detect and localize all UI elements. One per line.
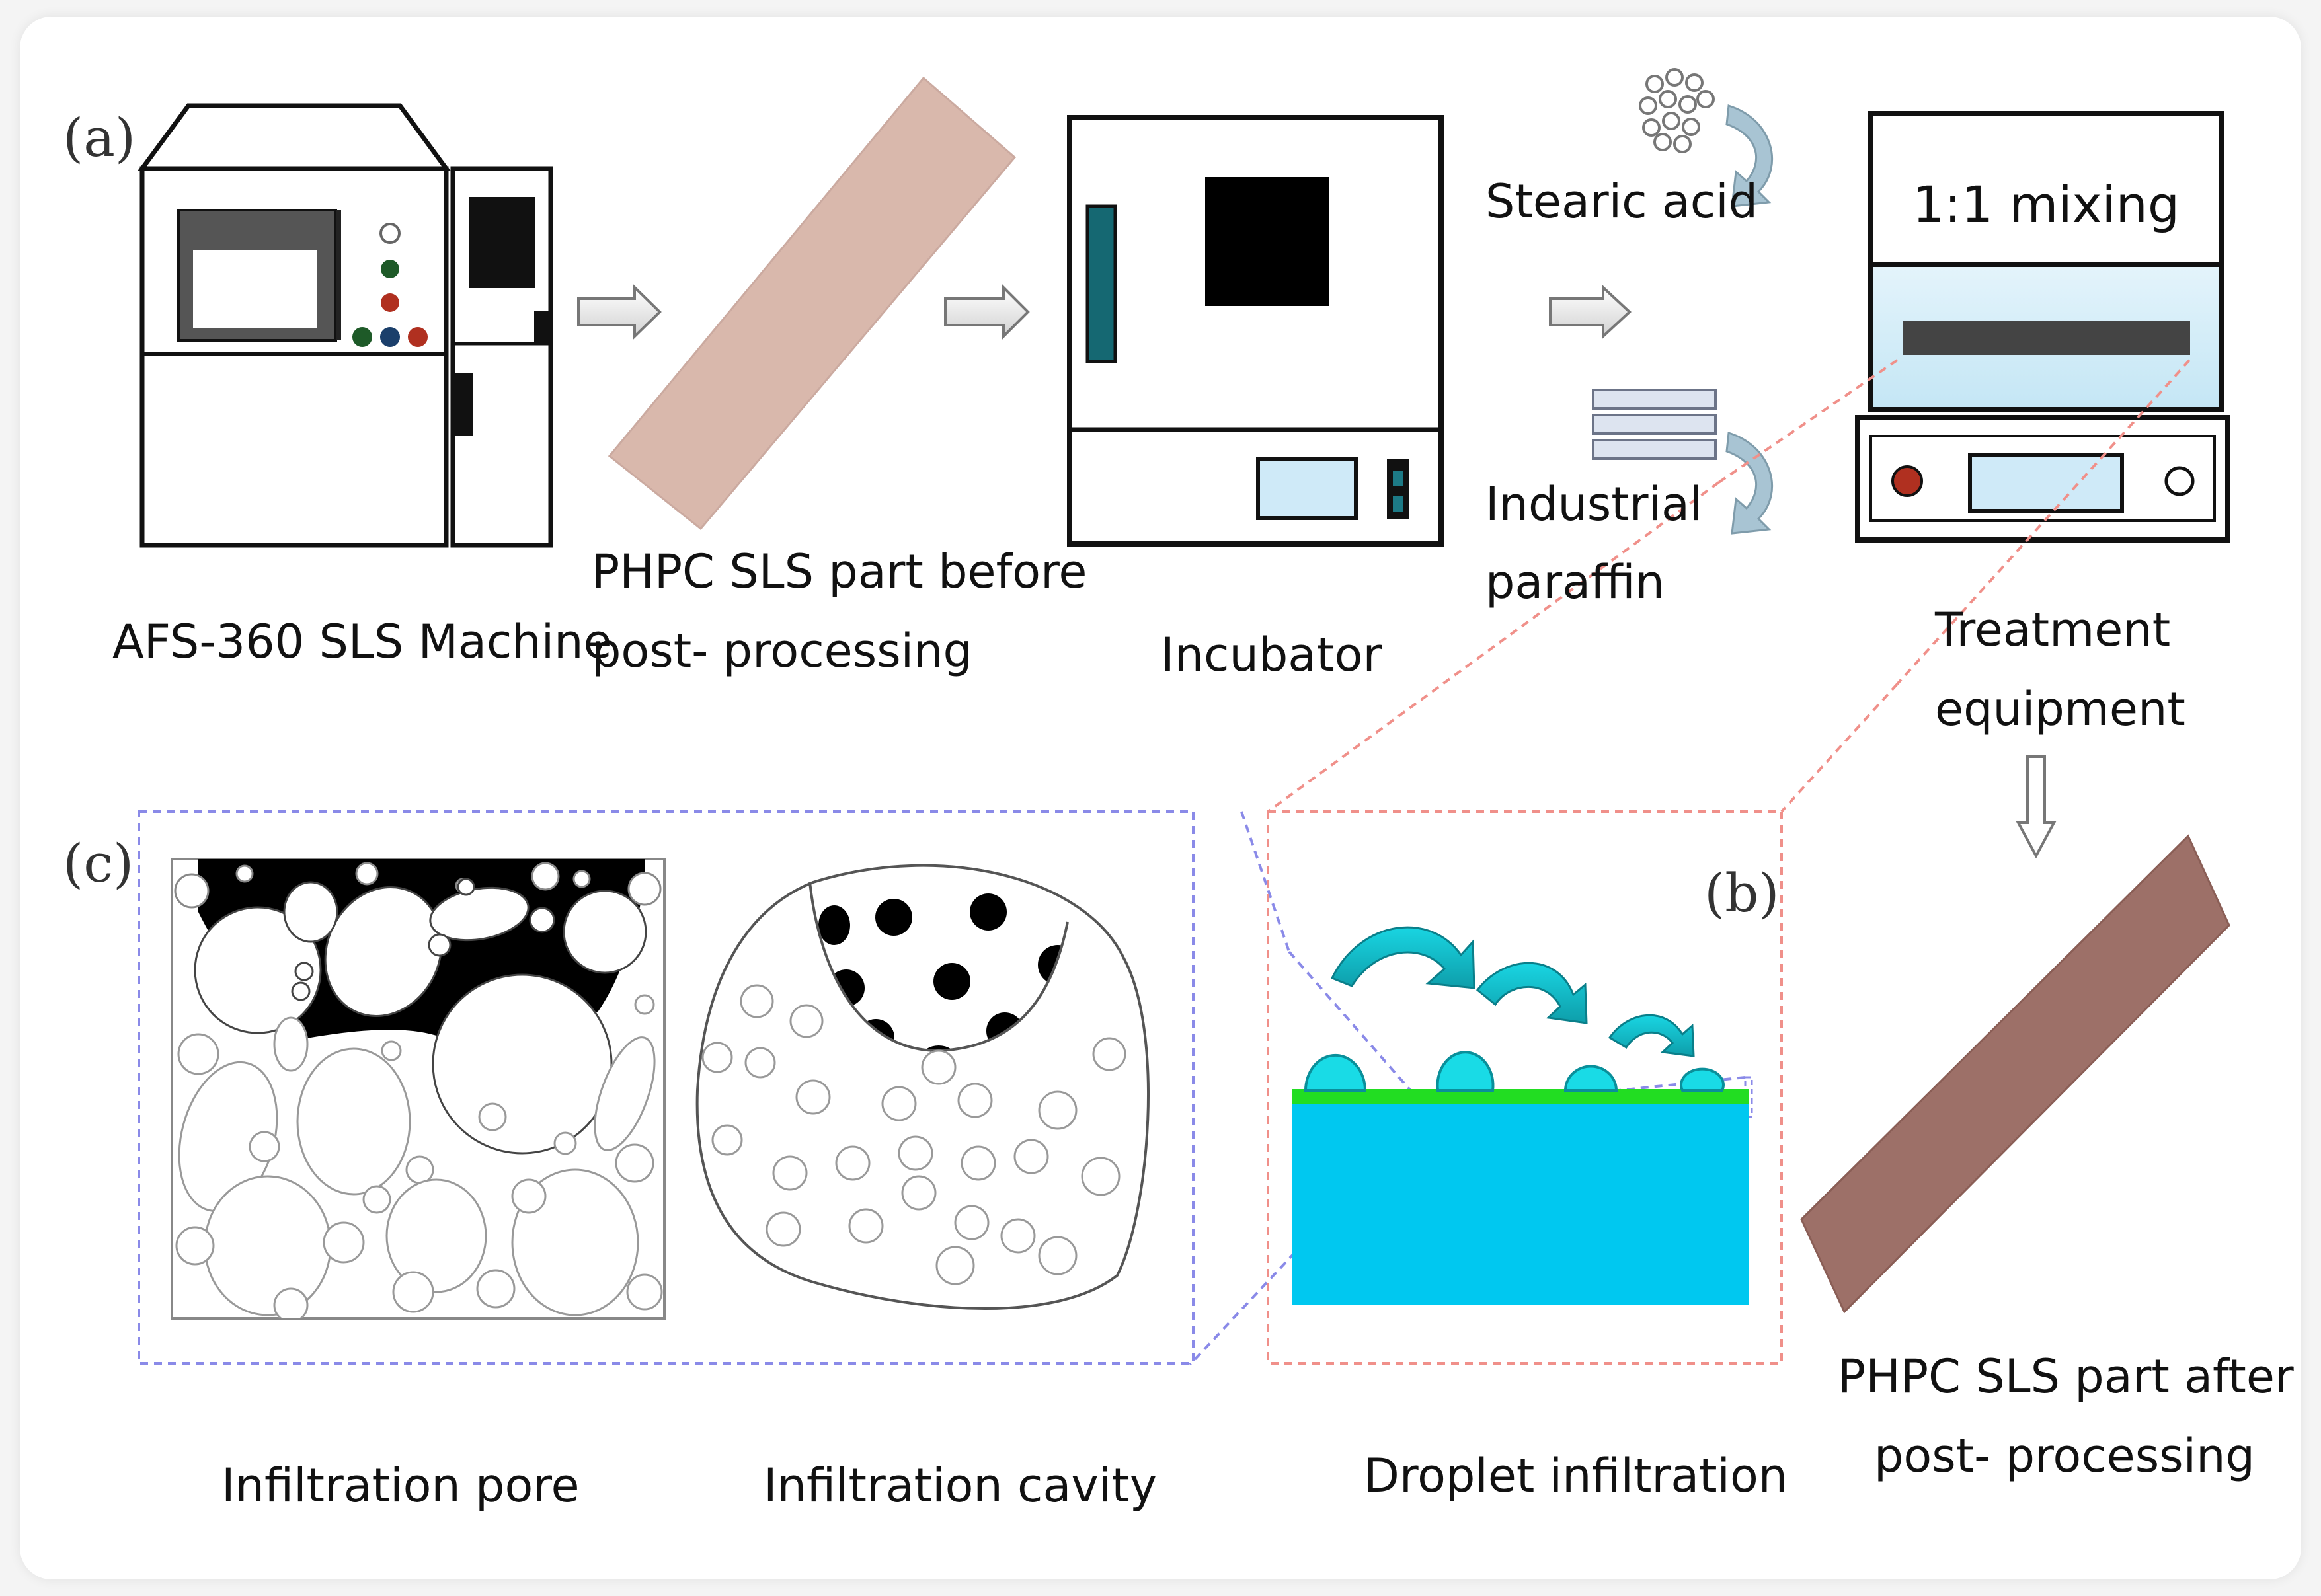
label-paraffin-line2: paraffin (1485, 555, 1665, 609)
label-paraffin-line1: Industrial (1485, 477, 1703, 531)
label-stearic-acid: Stearic acid (1485, 174, 1758, 229)
label-part-after-line1: PHPC SLS part after (1838, 1349, 2294, 1404)
sls-machine (138, 103, 553, 548)
panel-label-c: (c) (63, 833, 134, 894)
part-before-strip (608, 76, 1017, 531)
droplet-infiltration-diagram (1292, 926, 1753, 1305)
paraffin-sheets-icon (1592, 389, 1717, 460)
powder-particles-icon (1639, 68, 1715, 153)
label-incubator: Incubator (1161, 628, 1382, 682)
curved-arrow-icon (1608, 1014, 1695, 1057)
panel-c-frame (138, 810, 1195, 1365)
down-arrow-icon (2016, 755, 2057, 859)
label-part-before-line2: post- processing (592, 624, 972, 678)
label-part-after-line2: post- processing (1874, 1429, 2255, 1483)
infiltration-cavity-diagram (695, 864, 1150, 1310)
treatment-equipment (1855, 111, 2230, 543)
right-arrow-icon (577, 284, 662, 340)
label-infiltration-pore: Infiltration pore (221, 1459, 580, 1513)
part-after-strip (1800, 834, 2230, 1314)
label-droplet-infiltration: Droplet infiltration (1364, 1449, 1788, 1503)
panel-label-a: (a) (63, 107, 136, 169)
curved-arrow-icon (1725, 432, 1774, 535)
panel-b-frame (1267, 810, 1783, 1365)
right-arrow-icon (1549, 284, 1632, 340)
label-mixing-ratio: 1:1 mixing (1912, 175, 2180, 234)
infiltration-pore-diagram (171, 858, 666, 1320)
label-treatment-line2: equipment (1935, 682, 2185, 736)
label-sls-machine: AFS-360 SLS Machine (112, 615, 612, 669)
label-treatment-line1: Treatment (1935, 603, 2171, 657)
curved-arrow-icon (1330, 926, 1475, 989)
right-arrow-icon (944, 284, 1030, 340)
curved-arrow-icon (1725, 104, 1774, 208)
curved-arrow-icon (1475, 962, 1588, 1024)
label-part-before-line1: PHPC SLS part before (592, 545, 1087, 599)
panel-label-b: (b) (1704, 862, 1780, 924)
incubator (1067, 115, 1444, 547)
label-infiltration-cavity: Infiltration cavity (764, 1459, 1158, 1513)
